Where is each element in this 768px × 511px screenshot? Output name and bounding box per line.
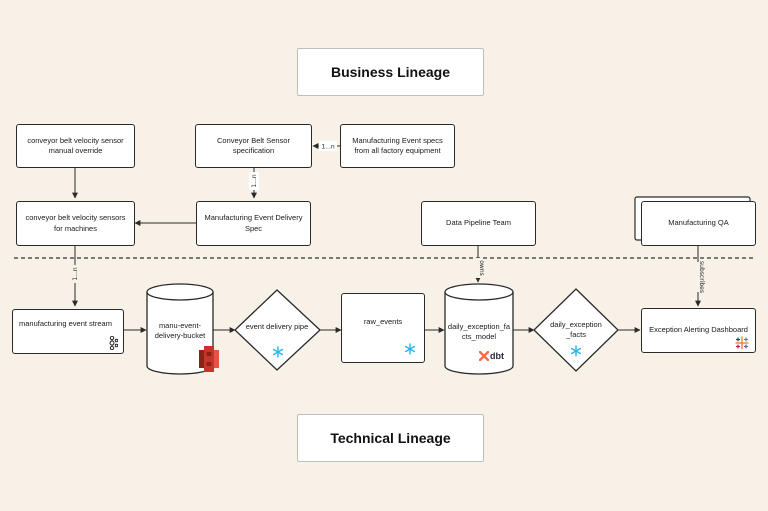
node-pipeline-team[interactable]: Data Pipeline Team xyxy=(421,201,536,246)
edge-label-owns: owns xyxy=(478,260,485,276)
dbt-wordmark: dbt xyxy=(490,351,504,361)
node-velocity-override[interactable]: conveyor belt velocity sensor manual ove… xyxy=(16,124,135,168)
node-delivery-spec[interactable]: Manufacturing Event Delivery Spec xyxy=(196,201,311,246)
snowflake-icon-raw xyxy=(404,343,416,355)
node-exception-facts-label: daily_exception _facts xyxy=(550,320,602,340)
node-event-stream[interactable]: manufacturing event stream xyxy=(12,309,124,354)
node-bucket-label: manu-event-delivery-bucket xyxy=(154,321,206,341)
node-belt-sensor-spec[interactable]: Conveyor Belt Sensor specification xyxy=(195,124,312,168)
tableau-icon xyxy=(735,336,749,350)
node-manufacturing-qa[interactable]: Manufacturing QA xyxy=(641,201,756,246)
exception-facts-diamond[interactable] xyxy=(533,288,619,372)
edge-label-sensors-to-stream: 1...n xyxy=(72,267,79,281)
business-lineage-title: Business Lineage xyxy=(297,48,484,96)
snowflake-icon-facts xyxy=(570,345,582,357)
technical-lineage-title: Technical Lineage xyxy=(297,414,484,462)
node-event-specs[interactable]: Manufacturing Event specs from all facto… xyxy=(340,124,455,168)
delivery-pipe-diamond[interactable] xyxy=(234,289,321,371)
dbt-icon xyxy=(479,351,489,361)
node-velocity-sensors[interactable]: conveyor belt velocity sensors for machi… xyxy=(16,201,135,246)
kafka-icon xyxy=(109,336,118,350)
edge-label-subscribes: subscribes xyxy=(698,261,705,293)
edge-label-spec-to-delivery: 1...n xyxy=(251,174,258,188)
bucket-cylinder[interactable] xyxy=(146,283,214,375)
edge-label-specs-to-spec: 1...n xyxy=(321,144,335,151)
node-delivery-pipe-label: event delivery pipe xyxy=(245,322,309,331)
node-raw-events[interactable]: raw_events xyxy=(341,293,425,363)
facts-model-cylinder[interactable] xyxy=(444,283,514,375)
snowflake-icon-pipe xyxy=(272,346,284,358)
node-alert-dashboard[interactable]: Exception Alerting Dashboard xyxy=(641,308,756,353)
aws-s3-icon xyxy=(199,346,219,372)
node-facts-model-label: daily_exception_facts_model xyxy=(447,322,511,342)
